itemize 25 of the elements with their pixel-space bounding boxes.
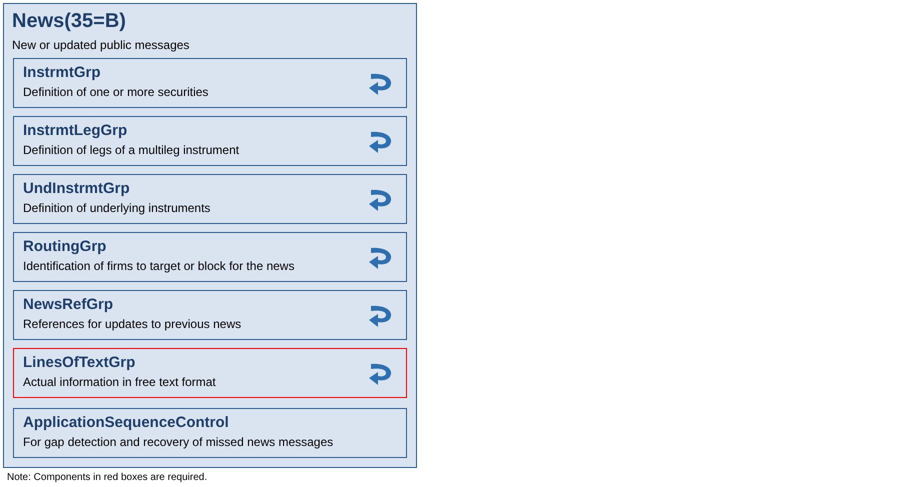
description-text: Definition of underlying instruments xyxy=(23,201,210,215)
message-title: News(35=B) xyxy=(12,10,126,33)
component-box xyxy=(13,232,407,282)
description-text: New or updated public messages xyxy=(12,38,190,52)
component-name: UndInstrmtGrp xyxy=(23,180,130,197)
component-name: RoutingGrp xyxy=(23,238,106,255)
description-text: Identification of firms to target or block for the news xyxy=(23,259,294,273)
description-text: References for updates to previous news xyxy=(23,317,242,331)
note-text: Note: Components in red boxes are required. xyxy=(7,472,208,483)
component-box xyxy=(13,290,407,340)
component-box xyxy=(13,174,407,224)
component-name: NewsRefGrp xyxy=(23,296,114,313)
description-text: Definition of one or more securities xyxy=(23,85,208,99)
component-box xyxy=(13,116,407,166)
component-name: InstrmtGrp xyxy=(23,64,101,81)
component-name: InstrmtLegGrp xyxy=(23,122,128,139)
component-name: LinesOfTextGrp xyxy=(23,354,136,371)
description-text: For gap detection and recovery of missed news messages xyxy=(23,435,334,449)
message-box xyxy=(3,3,417,468)
component-box xyxy=(13,348,407,398)
component-box xyxy=(13,58,407,108)
description-text: Actual information in free text format xyxy=(23,375,216,389)
component-name: ApplicationSequenceControl xyxy=(23,414,229,431)
description-text: Definition of legs of a multileg instrument xyxy=(23,143,240,157)
component-box xyxy=(13,408,407,458)
